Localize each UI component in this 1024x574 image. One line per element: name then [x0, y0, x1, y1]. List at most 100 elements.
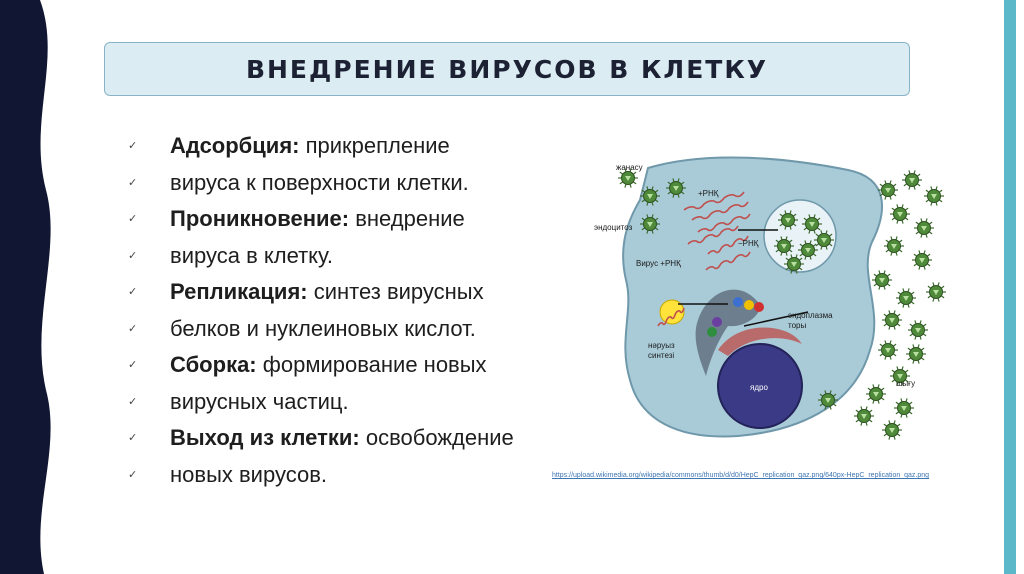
bullet-text: вируса в клетку.	[170, 242, 333, 268]
virus-particle-icon	[912, 250, 932, 270]
rna-strand	[691, 201, 749, 221]
bullet-term: Выход из клетки:	[170, 425, 360, 450]
bullet-item: ✓ Репликация: синтез вирусных	[128, 274, 608, 311]
virus-particle-icon	[802, 214, 822, 234]
check-icon: ✓	[128, 176, 138, 189]
page-title: ВНЕДРЕНИЕ ВИРУСОВ В КЛЕТКУ	[245, 54, 769, 84]
virus-particle-icon	[666, 178, 686, 198]
virus-particle-icon	[894, 398, 914, 418]
virus-replication-diagram: жанасу +РНҚ эндоцитоз −РНҚ Вирус +РНҚ эн…	[594, 156, 946, 440]
uncoated-virus	[659, 299, 685, 325]
protein-green	[707, 327, 717, 337]
bullet-item: ✓вируса в клетку.	[128, 238, 608, 275]
bullet-item: ✓ новых вирусов.	[128, 457, 608, 494]
check-icon: ✓	[128, 322, 138, 335]
bullet-term: Сборка:	[170, 352, 257, 377]
virus-particle-icon	[872, 270, 892, 290]
rna-strand	[705, 251, 751, 271]
virus-particle-icon	[814, 230, 834, 250]
bullet-term: Проникновение:	[170, 206, 350, 231]
protein-red	[754, 302, 764, 312]
label-er-2: торы	[788, 321, 806, 330]
right-decorative-stripe	[1004, 0, 1016, 574]
rna-strand	[687, 225, 739, 245]
rna-strand	[657, 307, 685, 327]
virus-particle-icon	[640, 186, 660, 206]
check-icon: ✓	[128, 359, 138, 371]
virus-particle-icon	[784, 254, 804, 274]
endoplasmic-reticulum	[718, 327, 802, 356]
bullet-item: ✓ вируса к поверхности клетки.	[128, 165, 608, 202]
rna-strands	[657, 191, 751, 327]
virus-particles	[618, 168, 946, 440]
label-exit: шығу	[896, 379, 915, 388]
virus-particle-icon	[882, 420, 902, 440]
virus-particle-icon	[866, 384, 886, 404]
virus-particle-icon	[878, 340, 898, 360]
protein-purple	[712, 317, 722, 327]
virus-particle-icon	[854, 406, 874, 426]
bullet-item: ✓ Проникновение: внедрение	[128, 201, 608, 238]
bullet-item: ✓ Сборка: формирование новых	[128, 347, 608, 384]
bullet-text: внедрение	[349, 206, 465, 231]
label-nucleus: ядро	[750, 383, 768, 392]
label-attachment: жанасу	[616, 163, 643, 172]
virus-particle-icon	[778, 210, 798, 230]
label-plus-rna: +РНҚ	[698, 189, 719, 198]
protein-blue	[733, 297, 743, 307]
bullet-text: белков и нуклеиновых кислот.	[170, 315, 476, 341]
rna-strand	[683, 191, 745, 211]
bullet-text: вирусных частиц.	[170, 388, 349, 414]
protein-yellow	[744, 300, 754, 310]
label-protein-2: синтезі	[648, 351, 674, 360]
bullet-text: синтез вирусных	[307, 279, 484, 304]
bullet-list: ✓ Адсорбция: прикрепление ✓ вируса к повер…	[128, 128, 608, 493]
label-virus-rna: Вирус +РНҚ	[636, 259, 681, 268]
bullet-item: ✓ Выход из клетки: освобождение	[128, 420, 608, 457]
check-icon: ✓	[128, 213, 138, 225]
source-link[interactable]: https://upload.wikimedia.org/wikipedia/c…	[552, 472, 930, 479]
rna-strand	[707, 235, 749, 255]
check-icon: ✓	[128, 140, 138, 152]
label-endocytosis: эндоцитоз	[594, 223, 633, 232]
label-protein-1: нәруыз	[648, 341, 675, 350]
virus-particle-icon	[924, 186, 944, 206]
virus-particle-icon	[882, 310, 902, 330]
bullet-text: новых вирусов.	[170, 461, 327, 487]
virus-particle-icon	[618, 168, 638, 188]
pointer-line	[743, 311, 809, 327]
bullet-text: прикрепление	[299, 133, 450, 158]
bullet-text: освобождение	[359, 425, 514, 450]
bullet-item: ✓ вирусных частиц.	[128, 384, 608, 421]
check-icon: ✓	[128, 468, 138, 481]
virus-particle-icon	[878, 180, 898, 200]
virus-particle-icon	[902, 170, 922, 190]
virus-particle-icon	[896, 288, 916, 308]
check-icon: ✓	[128, 286, 138, 298]
bullet-item: ✓ Адсорбция: прикрепление	[128, 128, 608, 165]
virus-particle-icon	[774, 236, 794, 256]
virus-particle-icon	[926, 282, 946, 302]
check-icon: ✓	[128, 395, 138, 408]
rna-strand	[697, 213, 751, 233]
bullet-term: Адсорбция:	[170, 133, 300, 158]
title-box: ВНЕДРЕНИЕ ВИРУСОВ В КЛЕТКУ	[104, 42, 910, 96]
virus-particle-icon	[908, 320, 928, 340]
bullet-item: ✓ белков и нуклеиновых кислот.	[128, 311, 608, 348]
virus-particle-icon	[818, 390, 838, 410]
replication-complex	[695, 289, 760, 376]
bullet-text: формирование новых	[256, 352, 487, 377]
virus-particle-icon	[906, 344, 926, 364]
virus-particle-icon	[890, 204, 910, 224]
check-icon: ✓	[128, 432, 138, 444]
bullet-text: вируса к поверхности клетки.	[170, 169, 469, 195]
nucleus	[717, 343, 803, 429]
left-decorative-band	[0, 0, 51, 574]
virus-particle-icon	[890, 366, 910, 386]
bullet-term: Репликация:	[170, 279, 308, 304]
virus-particle-icon	[640, 214, 660, 234]
virus-particle-icon	[914, 218, 934, 238]
label-er-1: эндоплазма	[788, 311, 833, 320]
virus-particle-icon	[798, 240, 818, 260]
label-minus-rna: −РНҚ	[738, 239, 759, 248]
